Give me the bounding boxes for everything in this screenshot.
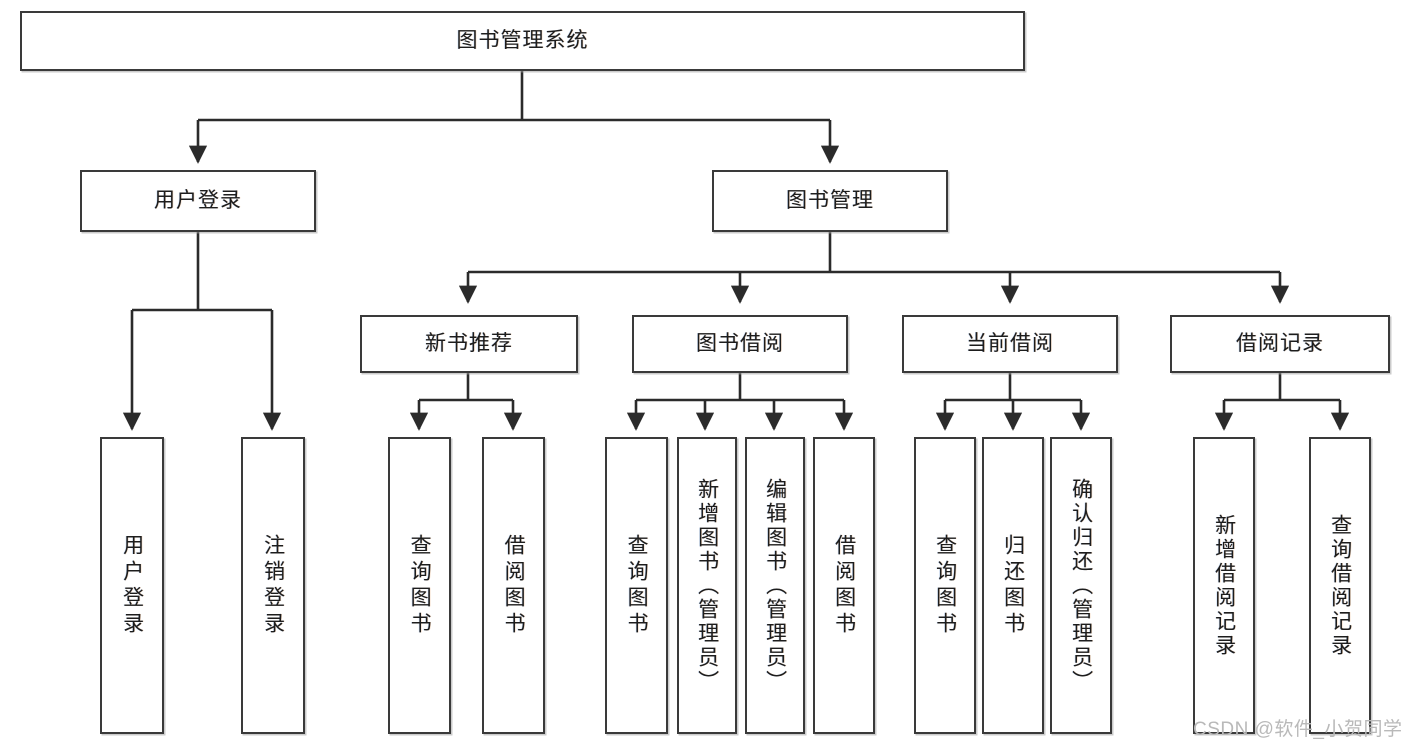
node-leaf-borrow-book-1[interactable]: 借阅图书 — [482, 437, 545, 734]
node-root-label: 图书管理系统 — [456, 29, 589, 53]
node-leaf-query-record-label: 查询借阅记录 — [1328, 513, 1352, 658]
node-leaf-user-logout-label: 注销登录 — [261, 533, 285, 638]
node-leaf-return-book[interactable]: 归还图书 — [982, 437, 1044, 734]
node-new-book-recommend-label: 新书推荐 — [425, 332, 513, 356]
node-leaf-return-book-label: 归还图书 — [1001, 533, 1025, 638]
node-leaf-user-login[interactable]: 用户登录 — [100, 437, 164, 734]
node-leaf-user-logout[interactable]: 注销登录 — [241, 437, 305, 734]
node-leaf-borrow-book-2[interactable]: 借阅图书 — [813, 437, 875, 734]
node-leaf-query-book-2-label: 查询图书 — [625, 533, 649, 638]
node-leaf-user-login-label: 用户登录 — [120, 533, 144, 638]
node-leaf-add-book-label: 新增图书（管理员） — [695, 477, 719, 694]
node-leaf-add-record-label: 新增借阅记录 — [1212, 513, 1236, 658]
node-borrow-record[interactable]: 借阅记录 — [1170, 315, 1390, 373]
node-user-login-label: 用户登录 — [154, 189, 242, 213]
node-leaf-borrow-book-2-label: 借阅图书 — [832, 533, 856, 638]
node-new-book-recommend[interactable]: 新书推荐 — [360, 315, 578, 373]
csdn-watermark: CSDN @软件_小贺同学 — [1193, 719, 1403, 740]
node-leaf-query-book-1-label: 查询图书 — [408, 533, 432, 638]
node-leaf-edit-book-label: 编辑图书（管理员） — [763, 477, 787, 694]
node-root[interactable]: 图书管理系统 — [20, 11, 1025, 71]
node-leaf-borrow-book-1-label: 借阅图书 — [502, 533, 526, 638]
node-book-borrow[interactable]: 图书借阅 — [632, 315, 848, 373]
node-leaf-confirm-return[interactable]: 确认归还（管理员） — [1050, 437, 1112, 734]
node-current-borrow-label: 当前借阅 — [966, 332, 1054, 356]
node-leaf-query-book-3-label: 查询图书 — [933, 533, 957, 638]
node-book-borrow-label: 图书借阅 — [696, 332, 784, 356]
node-book-management[interactable]: 图书管理 — [712, 170, 948, 232]
node-leaf-query-book-2[interactable]: 查询图书 — [605, 437, 668, 734]
node-leaf-add-record[interactable]: 新增借阅记录 — [1193, 437, 1255, 734]
node-current-borrow[interactable]: 当前借阅 — [902, 315, 1118, 373]
node-leaf-add-book[interactable]: 新增图书（管理员） — [677, 437, 737, 734]
node-user-login[interactable]: 用户登录 — [80, 170, 316, 232]
node-borrow-record-label: 借阅记录 — [1236, 332, 1324, 356]
node-leaf-query-book-1[interactable]: 查询图书 — [388, 437, 451, 734]
node-leaf-query-record[interactable]: 查询借阅记录 — [1309, 437, 1371, 734]
node-leaf-edit-book[interactable]: 编辑图书（管理员） — [745, 437, 805, 734]
node-leaf-confirm-return-label: 确认归还（管理员） — [1069, 477, 1093, 694]
node-book-management-label: 图书管理 — [786, 189, 874, 213]
node-leaf-query-book-3[interactable]: 查询图书 — [914, 437, 976, 734]
